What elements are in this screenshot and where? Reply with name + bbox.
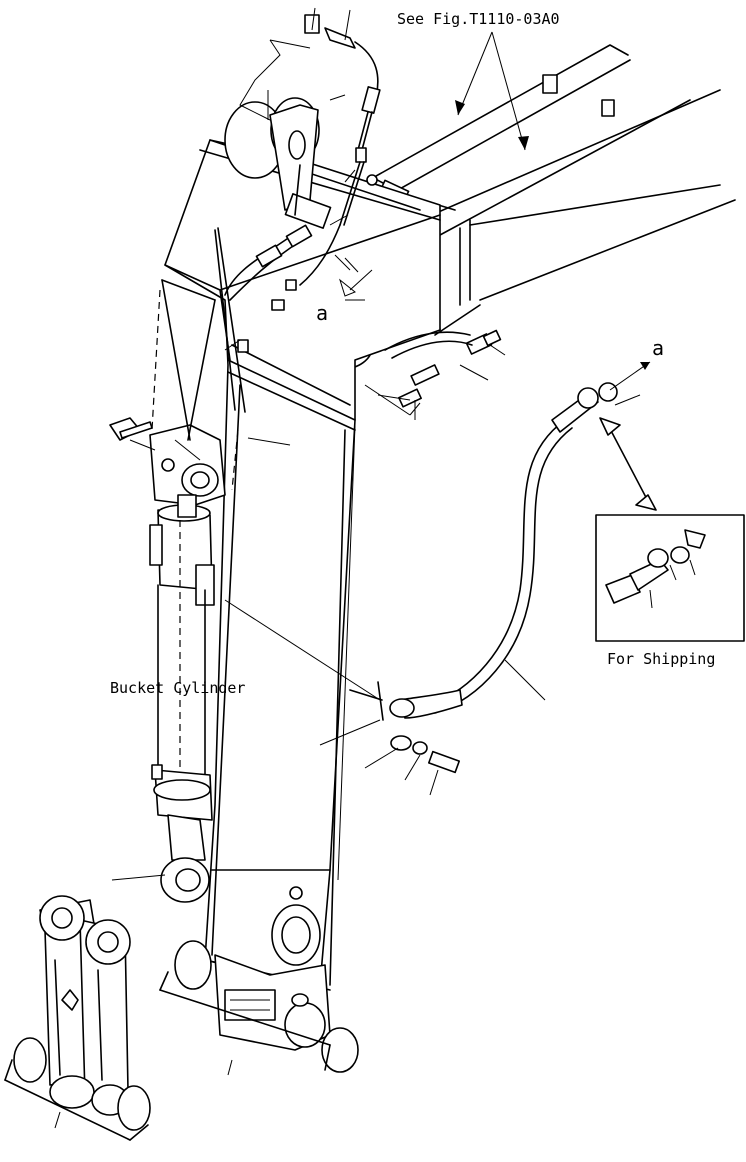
arm-hose-routing bbox=[214, 224, 313, 491]
shipping-cap bbox=[684, 529, 706, 549]
double-arrow bbox=[599, 417, 657, 511]
ref-arrow-a bbox=[609, 361, 651, 391]
ref-a-label-right: a bbox=[652, 336, 664, 360]
connector-nut bbox=[304, 14, 320, 34]
top-hose-connector bbox=[299, 14, 381, 286]
leader-lines bbox=[54, 7, 641, 1129]
shipping-fitting bbox=[605, 574, 641, 604]
shipping-oring bbox=[670, 546, 690, 564]
boom-bracket bbox=[542, 74, 558, 94]
hose-fitting-bottom bbox=[399, 689, 463, 719]
shipping-plug bbox=[647, 548, 669, 568]
washer bbox=[390, 735, 412, 751]
bucket-cylinder bbox=[149, 424, 226, 903]
see-fig-arrows bbox=[455, 31, 529, 151]
fasteners bbox=[109, 329, 502, 774]
bucket-hose bbox=[349, 382, 618, 719]
arm-top-pivot bbox=[224, 97, 332, 229]
arm-tip-block bbox=[224, 989, 276, 1021]
washer bbox=[412, 741, 428, 755]
shipping-inset-frame bbox=[595, 514, 745, 642]
shipping-inset bbox=[595, 514, 745, 642]
for-shipping-label: For Shipping bbox=[607, 650, 715, 668]
loose-pins bbox=[4, 940, 359, 1141]
arm-tip-lower-boss bbox=[284, 1002, 326, 1048]
pin-disc bbox=[321, 1027, 359, 1073]
pin-disc bbox=[117, 1085, 151, 1131]
ref-a-label-upper: a bbox=[316, 301, 328, 325]
bucket-link-assembly bbox=[39, 895, 131, 1116]
oring bbox=[598, 382, 618, 402]
boom-bracket bbox=[601, 99, 615, 117]
bolt bbox=[427, 750, 461, 774]
see-fig-label: See Fig.T1110-03A0 bbox=[397, 10, 560, 28]
pin-disc bbox=[13, 1037, 47, 1083]
bucket-cylinder-label: Bucket Cylinder bbox=[110, 679, 245, 697]
boom-arm-link bbox=[151, 279, 216, 441]
arm-body bbox=[164, 139, 441, 1051]
pin-disc bbox=[174, 940, 212, 990]
